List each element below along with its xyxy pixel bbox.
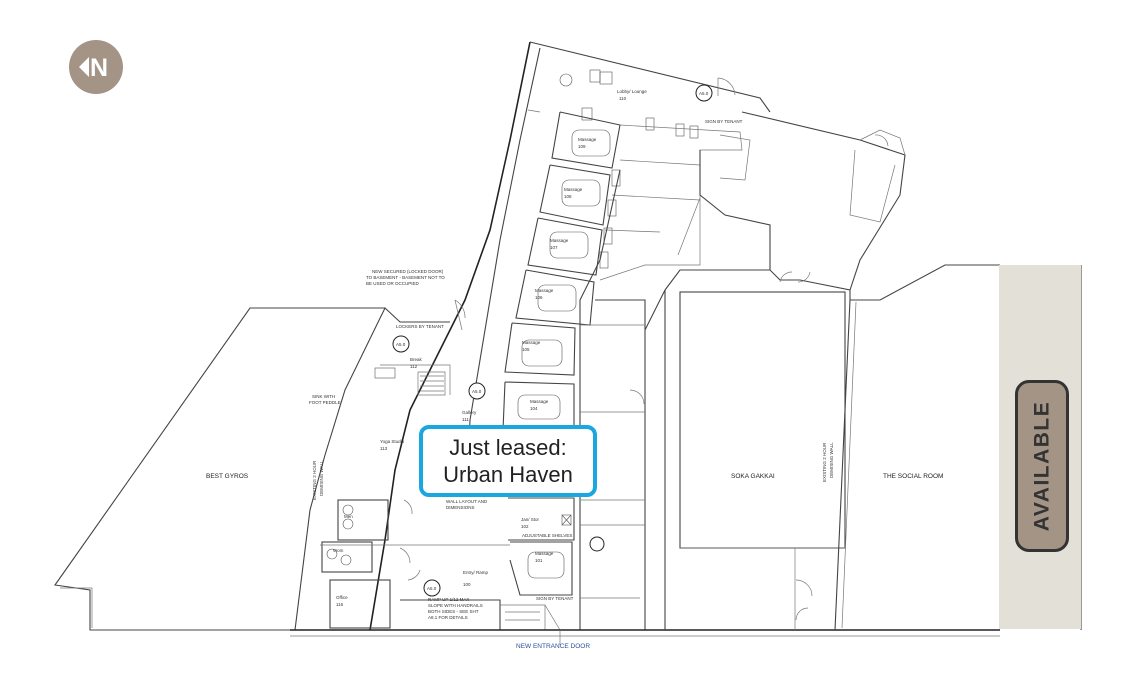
room-gallery: Gallery [462,410,477,415]
room-break-num: 112 [410,364,418,369]
callout-line-1: Just leased: [449,435,567,460]
room-yoga: Yoga Studio [380,439,405,444]
soka-gakkai-space [644,269,851,630]
upper-right-space [677,111,906,291]
note-basement-1: NEW SECURED (LOCKED DOOR) [372,269,444,274]
note-ramp-3: BOTH SIDES - SEE SHT [428,609,479,614]
room-office-num: 116 [336,602,344,607]
note-basement-2: TO BASEMENT - BASEMENT NOT TO [366,275,445,280]
room-massage-101-num: 101 [535,558,543,563]
room-office: Office [336,595,348,600]
room-massage-106-num: 106 [535,295,543,300]
section-tag-5 [589,536,605,552]
room-jan-stor: Jan/ Stor [521,517,540,522]
room-massage-105-num: 105 [522,347,530,352]
note-demising-right-2: DEMISING WALL [829,442,834,478]
section-tag-4: A5.0 [423,579,441,597]
note-wall-layout-2: DIMENSIONS [446,505,475,510]
note-sign-tenant: SIGN BY TENANT [705,119,743,124]
room-lobby: Lobby/ Lounge [617,89,647,94]
callout-line-2: Urban Haven [443,462,573,487]
spa-suite [320,41,771,631]
room-break: Break [410,357,423,362]
note-lockers: LOCKERS BY TENANT [396,324,444,329]
note-ramp-4: A8.1 FOR DETAILS [428,615,468,620]
tenant-soka-gakkai: SOKA GAKKAI [731,473,775,480]
note-shelves: ADJUSTABLE SHELVES [522,533,572,538]
section-tag-label: A5.0 [396,342,406,347]
room-massage-107-num: 107 [550,245,558,250]
section-tag-label: A5.0 [699,91,709,96]
room-massage-104-num: 104 [530,406,538,411]
section-tag-label: A5.0 [427,586,437,591]
room-lobby-num: 110 [619,96,627,101]
section-tag-1: A5.0 [695,84,713,102]
room-massage-108-num: 108 [564,194,572,199]
room-massage-109-num: 109 [578,144,586,149]
note-wall-layout-1: WALL LAYOUT AND [446,499,488,504]
section-tag-3: A5.0 [468,382,486,400]
note-sink-1: SINK WITH [312,394,335,399]
available-label: AVAILABLE [1030,400,1053,532]
note-demising-left-1: EXISTING 2 HOUR [312,460,317,500]
room-massage-107: Massage [550,238,569,243]
section-tag-label: A5.0 [472,389,482,394]
entrance-label: NEW ENTRANCE DOOR [516,643,590,650]
svg-text:N: N [90,54,108,82]
just-leased-callout: Just leased: Urban Haven [419,425,597,497]
tenant-best-gyros: BEST GYROS [206,473,249,480]
note-ramp-1: RAMP UP 1/12 MAX [428,597,469,602]
note-sign-tenant-entry: SIGN BY TENANT [536,596,574,601]
room-womens: Wom [333,548,344,553]
room-massage-105: Massage [522,340,541,345]
room-yoga-num: 113 [380,446,388,451]
room-mens: Men [344,514,353,519]
tenant-social-room: THE SOCIAL ROOM [883,473,943,480]
room-gallery-num: 111 [462,417,469,422]
room-entry: Entry/ Ramp [463,570,489,575]
available-badge[interactable]: AVAILABLE [1015,380,1069,552]
best-gyros-space [54,307,386,631]
room-massage-101: Massage [535,551,554,556]
central-vacant-space [290,169,1000,645]
note-ramp-2: SLOPE WITH HANDRAILS [428,603,483,608]
room-massage-104: Massage [530,399,549,404]
north-arrow-icon: N [69,40,123,94]
social-room-space [834,264,1082,631]
note-demising-left-2: DEMISING WALL [319,460,324,496]
room-massage-106: Massage [535,288,554,293]
room-entry-num: 100 [463,582,471,587]
note-basement-3: BE USED OR OCCUPIED [366,281,420,286]
note-sink-2: FOOT PEDDLE [309,400,341,405]
room-massage-108: Massage [564,187,583,192]
room-massage-109: Massage [578,137,597,142]
note-demising-right-1: EXISTING 2 HOUR [822,442,827,482]
section-tag-2: A5.0 [392,335,410,353]
room-jan-stor-num: 102 [521,524,529,529]
